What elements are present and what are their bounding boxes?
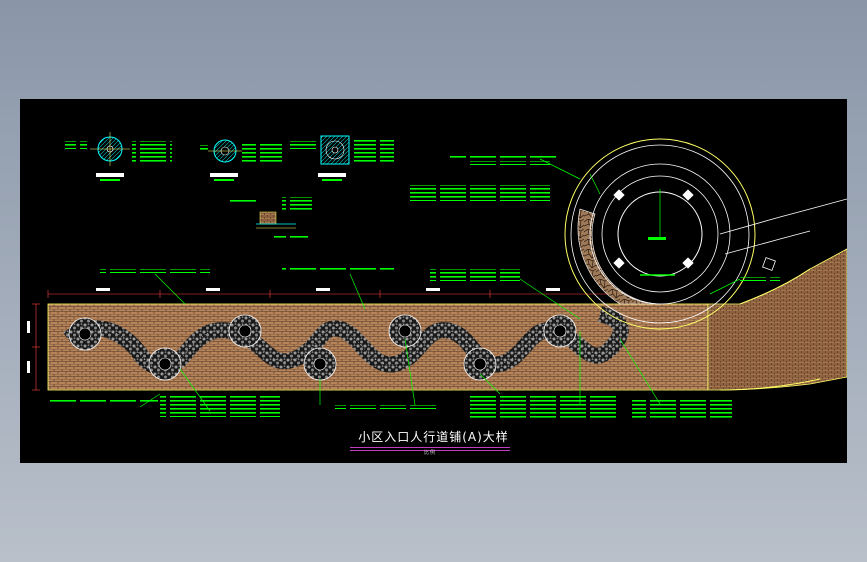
detail-section [230,197,312,240]
paving-plan-drawing [27,132,847,419]
dimension-lines [32,290,621,391]
drawing-scale-label: 比例 [423,450,436,456]
title-underline [350,447,510,448]
detail-tree-pit-2 [198,139,282,181]
drawing-title: 小区入口人行道铺(A)大样 [358,430,509,444]
annotation-texts [48,154,780,419]
detail-tree-pit-1 [65,132,172,181]
detail-tree-pit-3 [290,135,394,181]
title-underline-2 [350,450,510,451]
dimension-values [27,288,560,373]
cad-drawing-canvas: 小区入口人行道铺(A)大样 比例 [20,99,847,463]
paving-strip [47,248,847,391]
